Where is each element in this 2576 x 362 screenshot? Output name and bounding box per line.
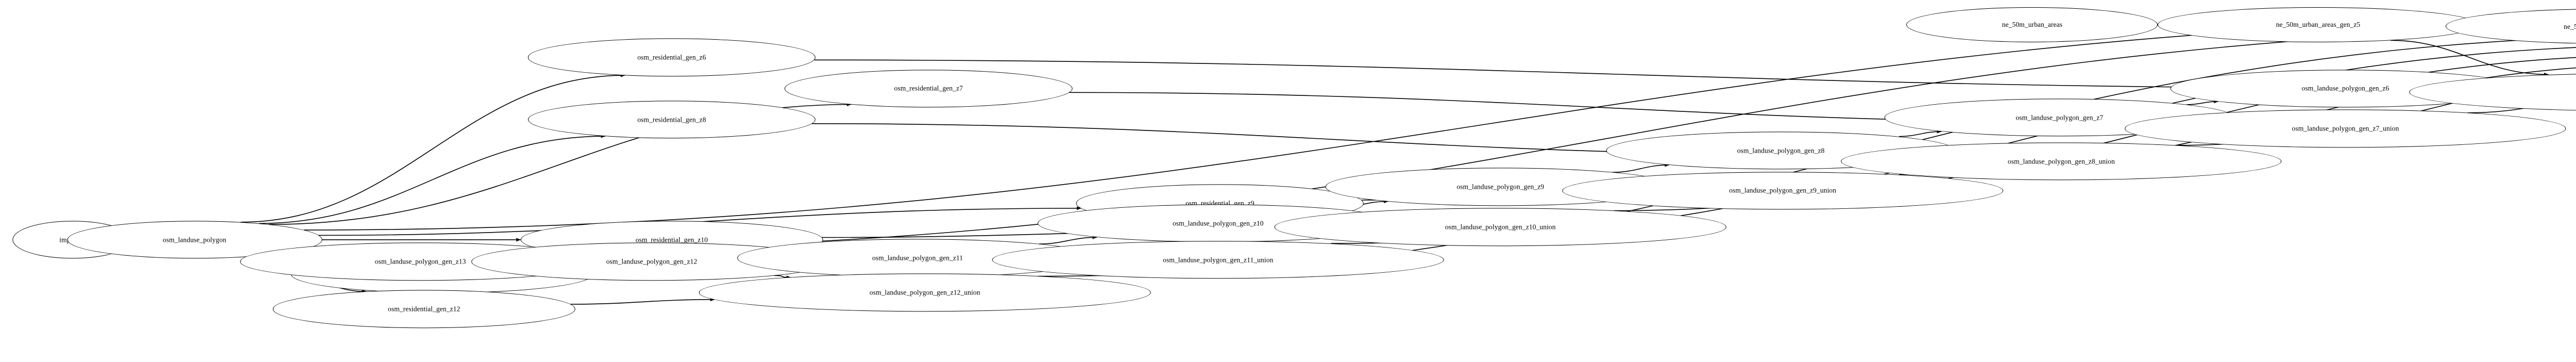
graph-node-osm-residential-gen-z6[interactable]: osm_residential_gen_z6 <box>528 38 816 77</box>
graph-node-ne-50m-urban-areas-gen-z5[interactable]: ne_50m_urban_areas_gen_z5 <box>2158 7 2479 42</box>
graph-edge <box>1612 163 1670 173</box>
graph-node-osm-residential-gen-z12[interactable]: osm_residential_gen_z12 <box>273 290 575 328</box>
graph-node-osm-residential-gen-z8[interactable]: osm_residential_gen_z8 <box>528 100 816 139</box>
graph-node-osm-residential-gen-z7[interactable]: osm_residential_gen_z7 <box>784 69 1073 108</box>
graph-edge <box>259 134 606 224</box>
graph-edge <box>241 73 625 223</box>
graph-edge <box>1899 129 1942 137</box>
graph-edge <box>2187 100 2219 105</box>
graph-node-osm-landuse-polygon-gen-z12-union[interactable]: osm_landuse_polygon_gen_z12_union <box>699 273 1151 312</box>
graph-node-osm-landuse-polygon-gen-z7-union[interactable]: osm_landuse_polygon_gen_z7_union <box>2125 109 2566 147</box>
graph-node-osm-landuse-polygon-gen-z10-union[interactable]: osm_landuse_polygon_gen_z10_union <box>1274 208 1726 246</box>
graph-node-ne-50m-urban-areas[interactable]: ne_50m_urban_areas <box>1906 7 2158 42</box>
graph-edge <box>2390 40 2549 76</box>
graph-edge <box>570 298 715 305</box>
graph-node-osm-landuse-polygon-gen-z11-union[interactable]: osm_landuse_polygon_gen_z11_union <box>992 241 1444 279</box>
graph-node-ne-50m-urban-areas-gen-z4[interactable]: ne_50m_urban_areas_gen_z4 <box>2445 9 2576 44</box>
graph-edge <box>1039 235 1097 244</box>
graph-node-osm-landuse-polygon-gen-z9-union[interactable]: osm_landuse_polygon_gen_z9_union <box>1562 171 2003 210</box>
graph-node-osm-landuse-polygon-gen-z8-union[interactable]: osm_landuse_polygon_gen_z8_union <box>1841 142 2282 180</box>
